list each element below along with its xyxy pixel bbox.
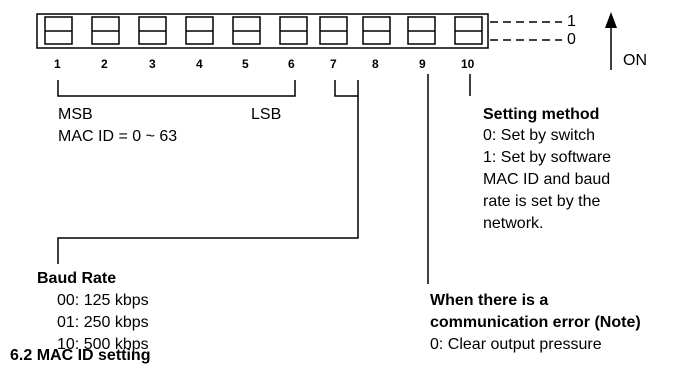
switch-number-7: 7 bbox=[330, 57, 337, 71]
setting-method-line: 1: Set by software bbox=[483, 149, 612, 166]
baud-rate-option: 10: 500 kbps bbox=[57, 336, 149, 353]
mac-id-bracket bbox=[57, 80, 296, 97]
switch-number-8: 8 bbox=[372, 57, 379, 71]
setting-method-line: rate is set by the bbox=[483, 193, 601, 210]
baud-rate-title: Baud Rate bbox=[37, 270, 117, 287]
baud-rate-option: 00: 125 kbps bbox=[57, 292, 149, 309]
level-high-label: 1 bbox=[567, 13, 576, 30]
on-arrow-icon bbox=[605, 12, 617, 28]
comm-error-title: When there is a bbox=[430, 292, 549, 309]
setting-method-line: network. bbox=[483, 215, 544, 232]
baud-rate-leader-line bbox=[57, 96, 359, 264]
switch-number-4: 4 bbox=[196, 57, 203, 71]
switch-number-3: 3 bbox=[149, 57, 156, 71]
switch-number-1: 1 bbox=[54, 57, 61, 71]
baud-rate-option: 01: 250 kbps bbox=[57, 314, 149, 331]
setting-method-title: Setting method bbox=[483, 106, 600, 123]
switch-number-2: 2 bbox=[101, 57, 108, 71]
baud-rate-bracket bbox=[334, 80, 359, 97]
comm-error-title: communication error (Note) bbox=[430, 314, 641, 331]
switch-number-6: 6 bbox=[288, 57, 295, 71]
setting-method-line: MAC ID and baud bbox=[483, 171, 611, 188]
switch-frame bbox=[36, 13, 489, 49]
mac-id-range: MAC ID = 0 ~ 63 bbox=[58, 128, 178, 145]
switch-number-5: 5 bbox=[242, 57, 249, 71]
comm-error-option: 0: Clear output pressure bbox=[430, 336, 602, 353]
on-label: ON bbox=[623, 52, 647, 69]
switch-number-9: 9 bbox=[419, 57, 426, 71]
section-heading: 6.2 MAC ID setting bbox=[10, 347, 151, 364]
lsb-label: LSB bbox=[251, 106, 282, 123]
switch-number-10: 10 bbox=[461, 57, 475, 71]
switch-blocks bbox=[44, 16, 483, 45]
level-low-label: 0 bbox=[567, 31, 576, 48]
msb-label: MSB bbox=[58, 106, 93, 123]
setting-method-line: 0: Set by switch bbox=[483, 127, 596, 144]
